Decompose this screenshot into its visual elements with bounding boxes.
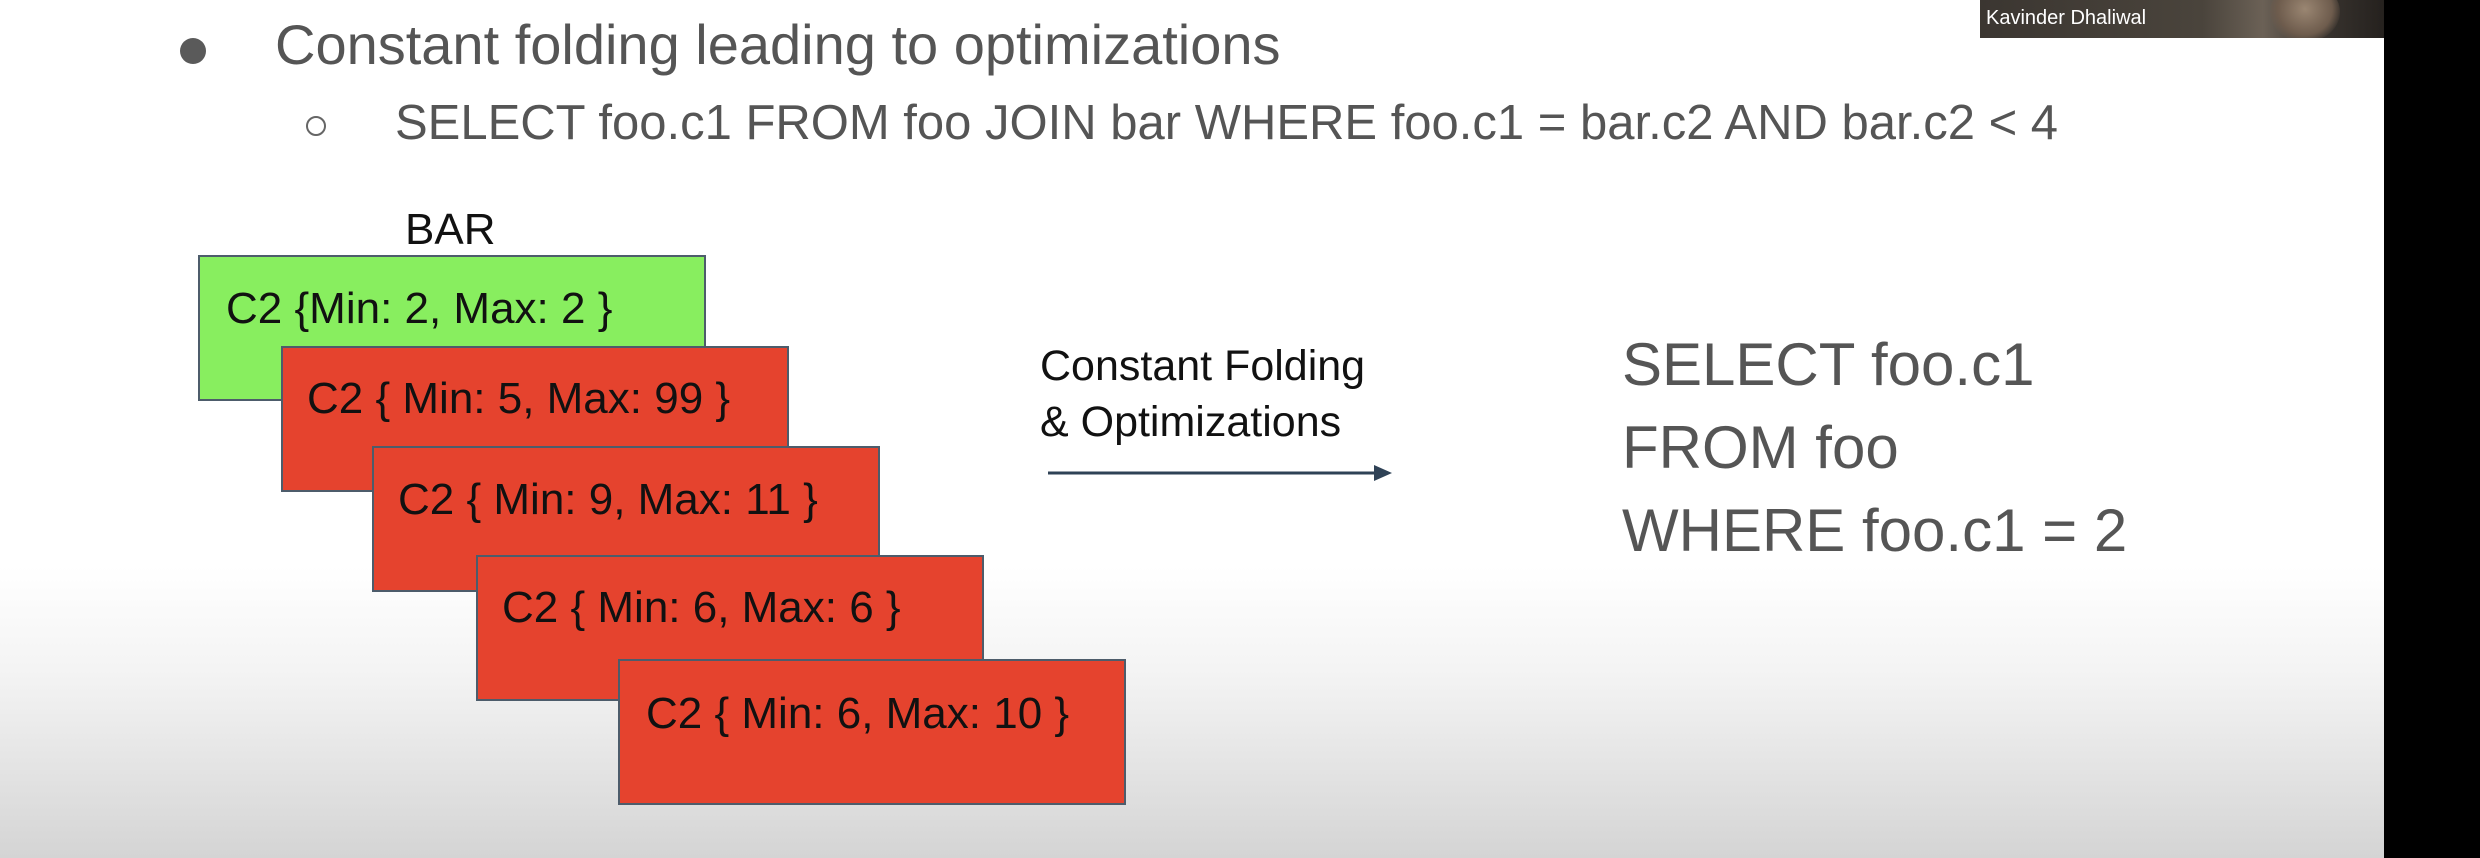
- partition-stats-label: C2 { Min: 5, Max: 99 }: [307, 374, 731, 423]
- partition-stats-label: C2 {Min: 2, Max: 2 }: [226, 284, 613, 333]
- letterbox-bar: [2384, 0, 2480, 858]
- hollow-circle-icon: [306, 116, 326, 136]
- presentation-slide: Constant folding leading to optimization…: [0, 0, 2384, 858]
- arrow-caption-line: & Optimizations: [1040, 398, 1342, 446]
- sql-query-text: SELECT foo.c1 FROM foo JOIN bar WHERE fo…: [395, 96, 2059, 150]
- partition-stats-label: C2 { Min: 6, Max: 6 }: [502, 583, 901, 632]
- participant-video: [2270, 0, 2340, 38]
- result-query-line: FROM foo: [1622, 414, 1899, 481]
- partition-stats-label: C2 { Min: 6, Max: 10 }: [646, 689, 1070, 738]
- participant-name: Kavinder Dhaliwal: [1986, 7, 2147, 29]
- bullet-heading: Constant folding leading to optimization…: [275, 13, 1281, 76]
- table-label: BAR: [405, 205, 496, 254]
- arrow-caption-line: Constant Folding: [1040, 342, 1366, 390]
- bullet-dot-icon: [180, 38, 206, 64]
- arrow-caption: Constant Folding & Optimizations: [1040, 338, 1365, 450]
- partition-block-pruned: C2 { Min: 6, Max: 10 }: [618, 659, 1126, 805]
- partition-stats-label: C2 { Min: 9, Max: 11 }: [398, 475, 818, 524]
- result-query-line: WHERE foo.c1 = 2: [1622, 497, 2128, 564]
- result-query-line: SELECT foo.c1: [1622, 331, 2035, 398]
- arrow-right-icon: [1048, 465, 1392, 481]
- participant-video-tile[interactable]: Kavinder Dhaliwal: [1980, 0, 2384, 38]
